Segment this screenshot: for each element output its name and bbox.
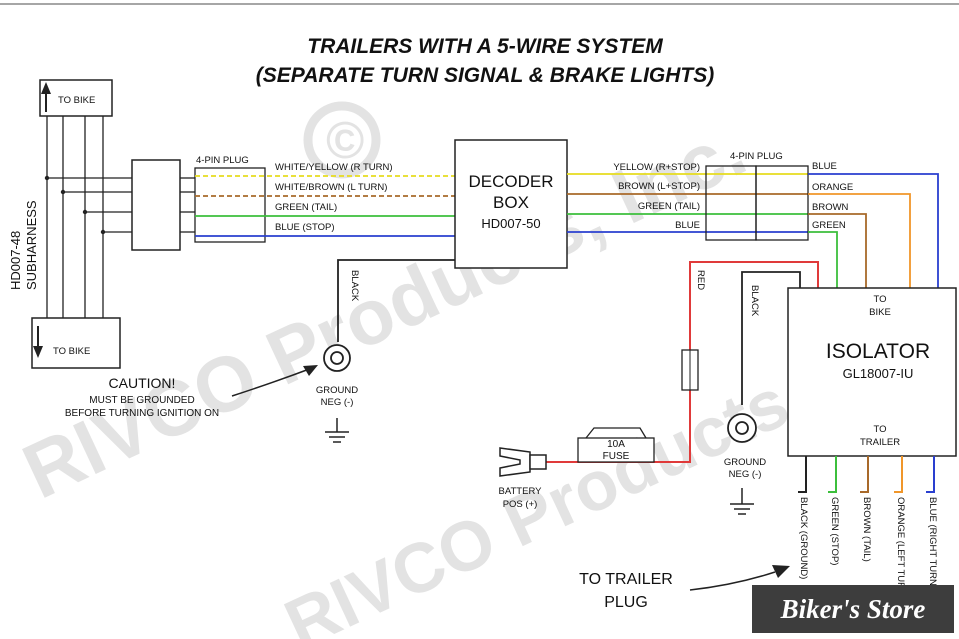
trailer-plug-arrow-head-icon: [772, 565, 790, 578]
wire-out-green: [808, 231, 838, 288]
caution-title: CAUTION!: [109, 375, 176, 391]
plug-out-label-blue: BLUE: [812, 161, 837, 172]
ground-right-line-1: GROUND: [724, 457, 766, 468]
out-label-yellow: YELLOW (R+STOP): [613, 162, 700, 173]
trailer-wire-black: [798, 456, 807, 493]
store-label: Biker's Store: [780, 594, 926, 624]
caution-line-3: BEFORE TURNING IGNITION ON: [65, 408, 219, 419]
trailer-plug-line-2: PLUG: [604, 594, 648, 611]
plug-out-label-brown: BROWN: [812, 202, 849, 213]
watermark-copyright: ©: [326, 112, 364, 170]
ground-right-line-2: NEG (-): [729, 469, 762, 480]
to-bike-top-label: TO BIKE: [58, 95, 95, 106]
arrow-up-icon: [41, 82, 51, 94]
fuse-line-1: 10A: [607, 439, 625, 450]
isolator-part: GL18007-IU: [843, 366, 914, 381]
trailer-wire-blue: [926, 456, 935, 493]
to-bike-top-box: [39, 79, 113, 117]
wire-label-white-yellow: WHITE/YELLOW (R TURN): [275, 162, 393, 173]
to-bike-bottom-label: TO BIKE: [53, 346, 90, 357]
isolator-to-bike-1: TO: [873, 294, 886, 305]
out-label-green: GREEN (TAIL): [638, 201, 700, 212]
trailer-wire-orange: [894, 456, 903, 493]
plug-out-label-green: GREEN: [812, 220, 846, 231]
trailer-plug-arrow: [689, 571, 776, 591]
battery-line-1: BATTERY: [499, 486, 543, 497]
copyright-ring: [303, 101, 381, 179]
fuse-line-2: FUSE: [603, 451, 630, 462]
plug-out-label-orange: ORANGE: [812, 182, 853, 193]
trailer-plug-line-1: TO TRAILER: [579, 571, 673, 588]
trailer-label-orange: ORANGE (LEFT TURN): [895, 497, 906, 599]
wire-label-blue-stop: BLUE (STOP): [275, 222, 334, 233]
left-wires: WHITE/YELLOW (R TURN) WHITE/BROWN (L TUR…: [195, 162, 455, 237]
subharness-name: SUBHARNESS: [24, 200, 39, 290]
isolator-name: ISOLATOR: [826, 340, 930, 363]
black-wire-2-label: BLACK: [749, 285, 760, 317]
black-wire-label: BLACK: [349, 270, 360, 302]
right-plug-outputs: BLUE ORANGE BROWN GREEN: [808, 161, 939, 288]
trailer-wire-brown: [860, 456, 869, 493]
isolator-to-bike-2: BIKE: [869, 307, 891, 318]
red-wire-label: RED: [695, 270, 706, 290]
wire-out-blue: [808, 173, 939, 288]
ground-left-line-2: NEG (-): [321, 397, 354, 408]
black-ground-wire: [337, 259, 455, 342]
trailer-label-blue: BLUE (RIGHT TURN): [927, 497, 938, 589]
wire-label-white-brown: WHITE/BROWN (L TURN): [275, 182, 387, 193]
title-line-2: (SEPARATE TURN SIGNAL & BRAKE LIGHTS): [256, 64, 715, 87]
trailer-outputs: BLACK (GROUND) GREEN (STOP) BROWN (TAIL)…: [798, 456, 938, 599]
ground-symbol-right: [730, 488, 754, 515]
caution-line-2: MUST BE GROUNDED: [89, 395, 194, 406]
right-plug-right-half: [755, 165, 809, 241]
fuse-body: [577, 437, 655, 463]
left-plug-label: 4-PIN PLUG: [196, 155, 249, 166]
decoder-part: HD007-50: [481, 216, 540, 231]
ground-symbol-left: [325, 418, 349, 443]
subharness-part: HD007-48: [8, 231, 23, 290]
battery-terminal-icon: [499, 447, 547, 477]
trailer-label-green: GREEN (STOP): [829, 497, 840, 565]
trailer-wire-green: [828, 456, 837, 493]
decoder-box: [454, 139, 568, 269]
caution-arrow-head-icon: [303, 365, 318, 376]
out-label-brown: BROWN (L+STOP): [618, 181, 700, 192]
isolator-to-trailer-1: TO: [873, 424, 886, 435]
wire-out-orange: [808, 193, 911, 288]
trailer-label-black: BLACK (GROUND): [798, 497, 809, 579]
to-bike-bottom-box: [31, 317, 121, 369]
wire-label-green-tail: GREEN (TAIL): [275, 202, 337, 213]
ground-left-line-1: GROUND: [316, 385, 358, 396]
subharness: TO BIKE TO BIKE HD007-48 SUBHARNESS: [8, 79, 195, 369]
battery-line-2: POS (+): [503, 499, 538, 510]
caution-arrow: [231, 367, 313, 397]
left-4-pin-plug: [194, 167, 266, 243]
isolator-to-trailer-2: TRAILER: [860, 437, 900, 448]
trailer-label-brown: BROWN (TAIL): [861, 497, 872, 562]
arrow-down-icon: [33, 346, 43, 358]
black-ground-wire-2: [741, 271, 801, 405]
decoder-line-1: DECODER: [468, 172, 553, 191]
out-label-blue: BLUE: [675, 220, 700, 231]
isolator-box: [787, 287, 957, 457]
title-line-1: TRAILERS WITH A 5-WIRE SYSTEM: [307, 35, 663, 58]
subharness-connector: [131, 159, 181, 251]
decoder-out-wires: YELLOW (R+STOP) BROWN (L+STOP) GREEN (TA…: [567, 162, 810, 233]
decoder-line-2: BOX: [493, 193, 529, 212]
right-plug-label: 4-PIN PLUG: [730, 151, 783, 162]
store-badge: [752, 585, 954, 633]
wire-out-brown: [808, 213, 867, 288]
